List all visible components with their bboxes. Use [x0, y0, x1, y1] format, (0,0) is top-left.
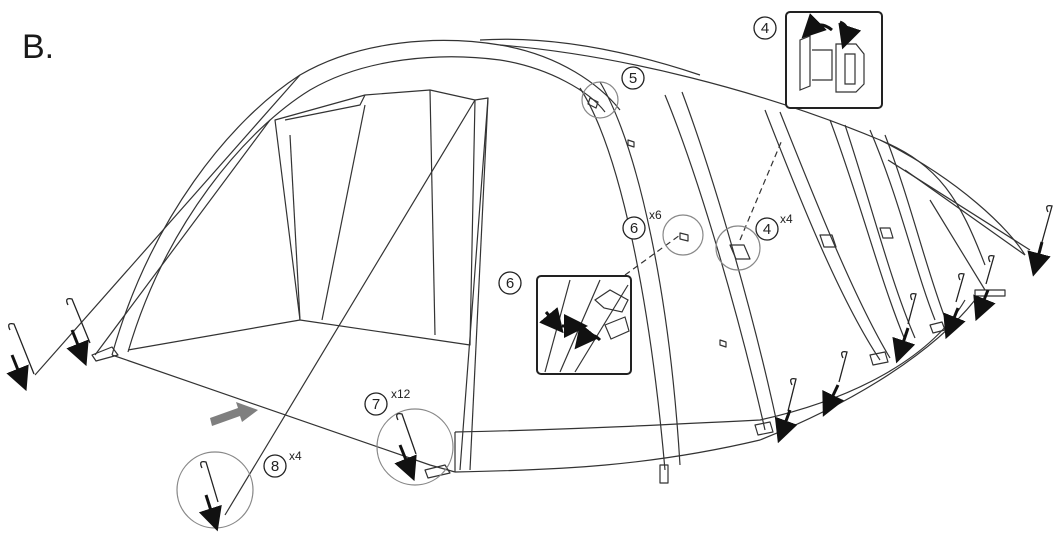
- magnifier-circle: [662, 214, 704, 256]
- connector-detail-icon: [785, 11, 883, 109]
- peg-icon: [907, 292, 917, 325]
- hammer-down-arrow-icon: [394, 444, 417, 482]
- peg-icon: [955, 272, 965, 303]
- peg-icon: [985, 254, 995, 285]
- peg-icon: [66, 297, 91, 344]
- hammer-down-arrow-icon: [66, 329, 89, 367]
- direction-arrow-icon: [210, 402, 258, 426]
- callout-8-x4: 8 x4: [263, 449, 302, 478]
- callout-4-top: 4: [753, 16, 777, 40]
- magnifier-circles: [176, 81, 761, 529]
- peg-icon: [787, 377, 797, 412]
- clip-detail-icon: [536, 275, 632, 375]
- svg-text:4: 4: [763, 221, 771, 238]
- pegs: [8, 204, 1053, 503]
- hammer-down-arrow-icon: [892, 327, 916, 364]
- callout-6-x6: 6 x6: [622, 208, 662, 240]
- hammer-down-arrow-icon: [6, 354, 29, 392]
- svg-text:6: 6: [506, 275, 514, 292]
- callout-7-x12: 7 x12: [364, 387, 411, 416]
- hammer-down-arrow-icon: [943, 307, 966, 340]
- peg-icon: [838, 350, 848, 383]
- svg-text:x4: x4: [780, 212, 793, 226]
- hammer-down-arrow-icon: [774, 409, 798, 444]
- hammer-down-arrow-icon: [1027, 241, 1051, 277]
- hammer-down-arrow-icon: [973, 289, 996, 322]
- tent-body: [34, 38, 1031, 516]
- peg-icon: [200, 460, 219, 503]
- magnifier-circle: [715, 225, 761, 271]
- magnifier-circle: [581, 81, 619, 119]
- svg-text:4: 4: [761, 20, 769, 37]
- svg-text:x6: x6: [649, 208, 662, 222]
- hammer-arrows: [6, 241, 1051, 532]
- callout-6-detail: 6: [498, 271, 522, 295]
- svg-text:6: 6: [630, 220, 638, 237]
- magnifier-circle: [376, 408, 454, 486]
- callouts: 4 5 6 x6 4 x4 6 7 x12: [263, 16, 793, 478]
- step-label: B.: [22, 28, 55, 66]
- svg-text:5: 5: [629, 70, 637, 87]
- callout-5: 5: [621, 66, 645, 90]
- svg-text:8: 8: [271, 458, 279, 475]
- svg-text:x12: x12: [391, 387, 411, 401]
- peg-icon: [1041, 204, 1053, 243]
- hammer-down-arrow-icon: [198, 494, 222, 532]
- svg-text:x4: x4: [289, 449, 302, 463]
- svg-text:7: 7: [372, 396, 380, 413]
- callout-4-x4: 4 x4: [755, 212, 793, 241]
- hammer-down-arrow-icon: [822, 384, 844, 417]
- peg-icon: [396, 412, 417, 455]
- peg-icon: [8, 322, 35, 375]
